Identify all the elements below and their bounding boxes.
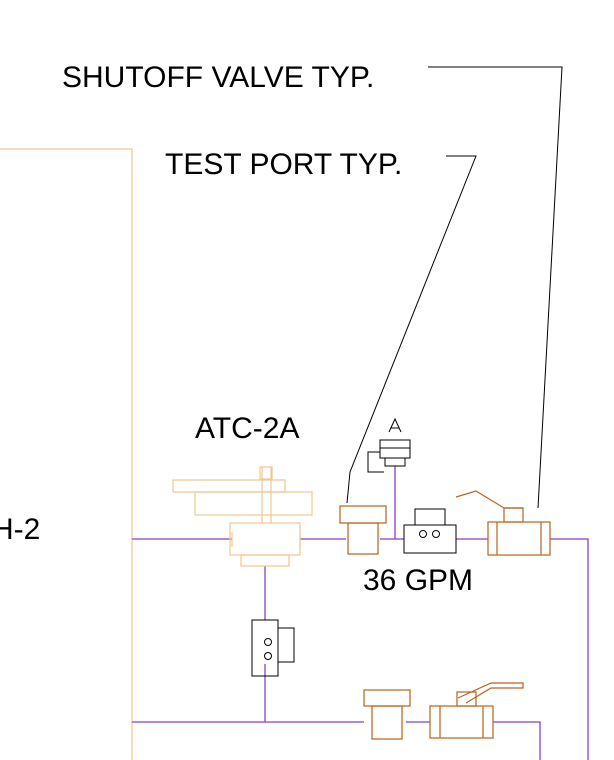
atc-label: ATC-2A — [195, 412, 299, 445]
shutoff-valve-supply — [455, 490, 551, 556]
shutoff-valve-return — [429, 682, 524, 739]
equipment-outline — [0, 148, 133, 760]
shutoff-valve-leader — [428, 66, 563, 509]
bypass-valve — [251, 619, 295, 677]
test-port-label: TEST PORT TYP. — [165, 148, 402, 181]
supply-pipe — [132, 466, 589, 760]
shutoff-valve-label: SHUTOFF VALVE TYP. — [62, 61, 374, 94]
sensor-a — [367, 417, 411, 473]
atc-control-valve — [172, 466, 313, 567]
test-port-return — [363, 689, 411, 740]
test-port-leader — [346, 155, 477, 504]
equipment-label: H-2 — [0, 513, 40, 546]
flow-rate-label: 36 GPM — [363, 564, 473, 597]
return-pipe — [132, 721, 541, 760]
test-port-supply — [339, 505, 387, 555]
flow-meter — [403, 508, 457, 554]
